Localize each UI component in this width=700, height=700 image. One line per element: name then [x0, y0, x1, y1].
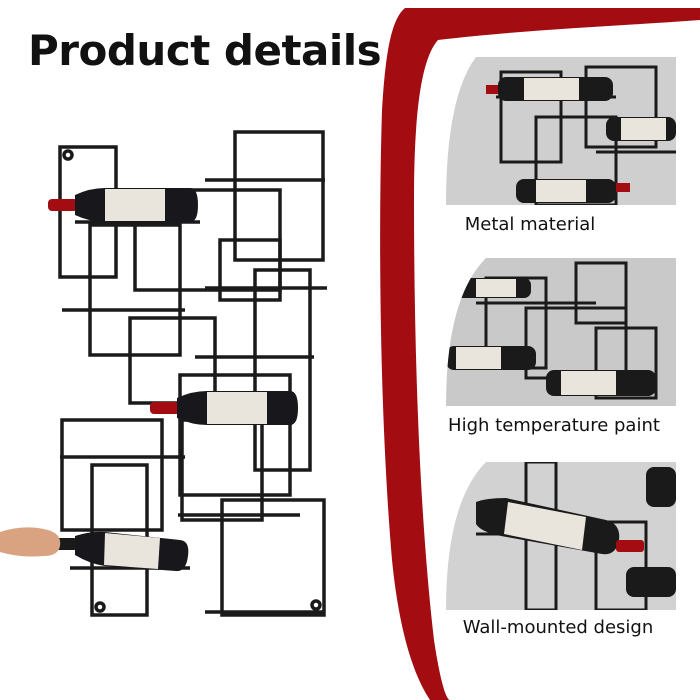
wine-rack-paint-photo — [446, 258, 676, 406]
feature-label-wall: Wall-mounted design — [462, 617, 654, 638]
hand-graphic — [0, 527, 61, 557]
wine-rack-closeup-photo — [446, 57, 676, 205]
wine-bottle-top — [48, 188, 198, 222]
page-title: Product details — [28, 26, 382, 75]
feature-label-paint: High temperature paint — [448, 415, 660, 436]
wine-rack-wall-photo — [446, 462, 676, 610]
feature-label-metal: Metal material — [464, 214, 596, 235]
wine-bottle-middle — [150, 391, 298, 425]
feature-photo-wall — [446, 462, 676, 610]
feature-photo-paint — [446, 258, 676, 406]
wine-bottle-held — [48, 531, 189, 572]
feature-photo-metal — [446, 57, 676, 205]
